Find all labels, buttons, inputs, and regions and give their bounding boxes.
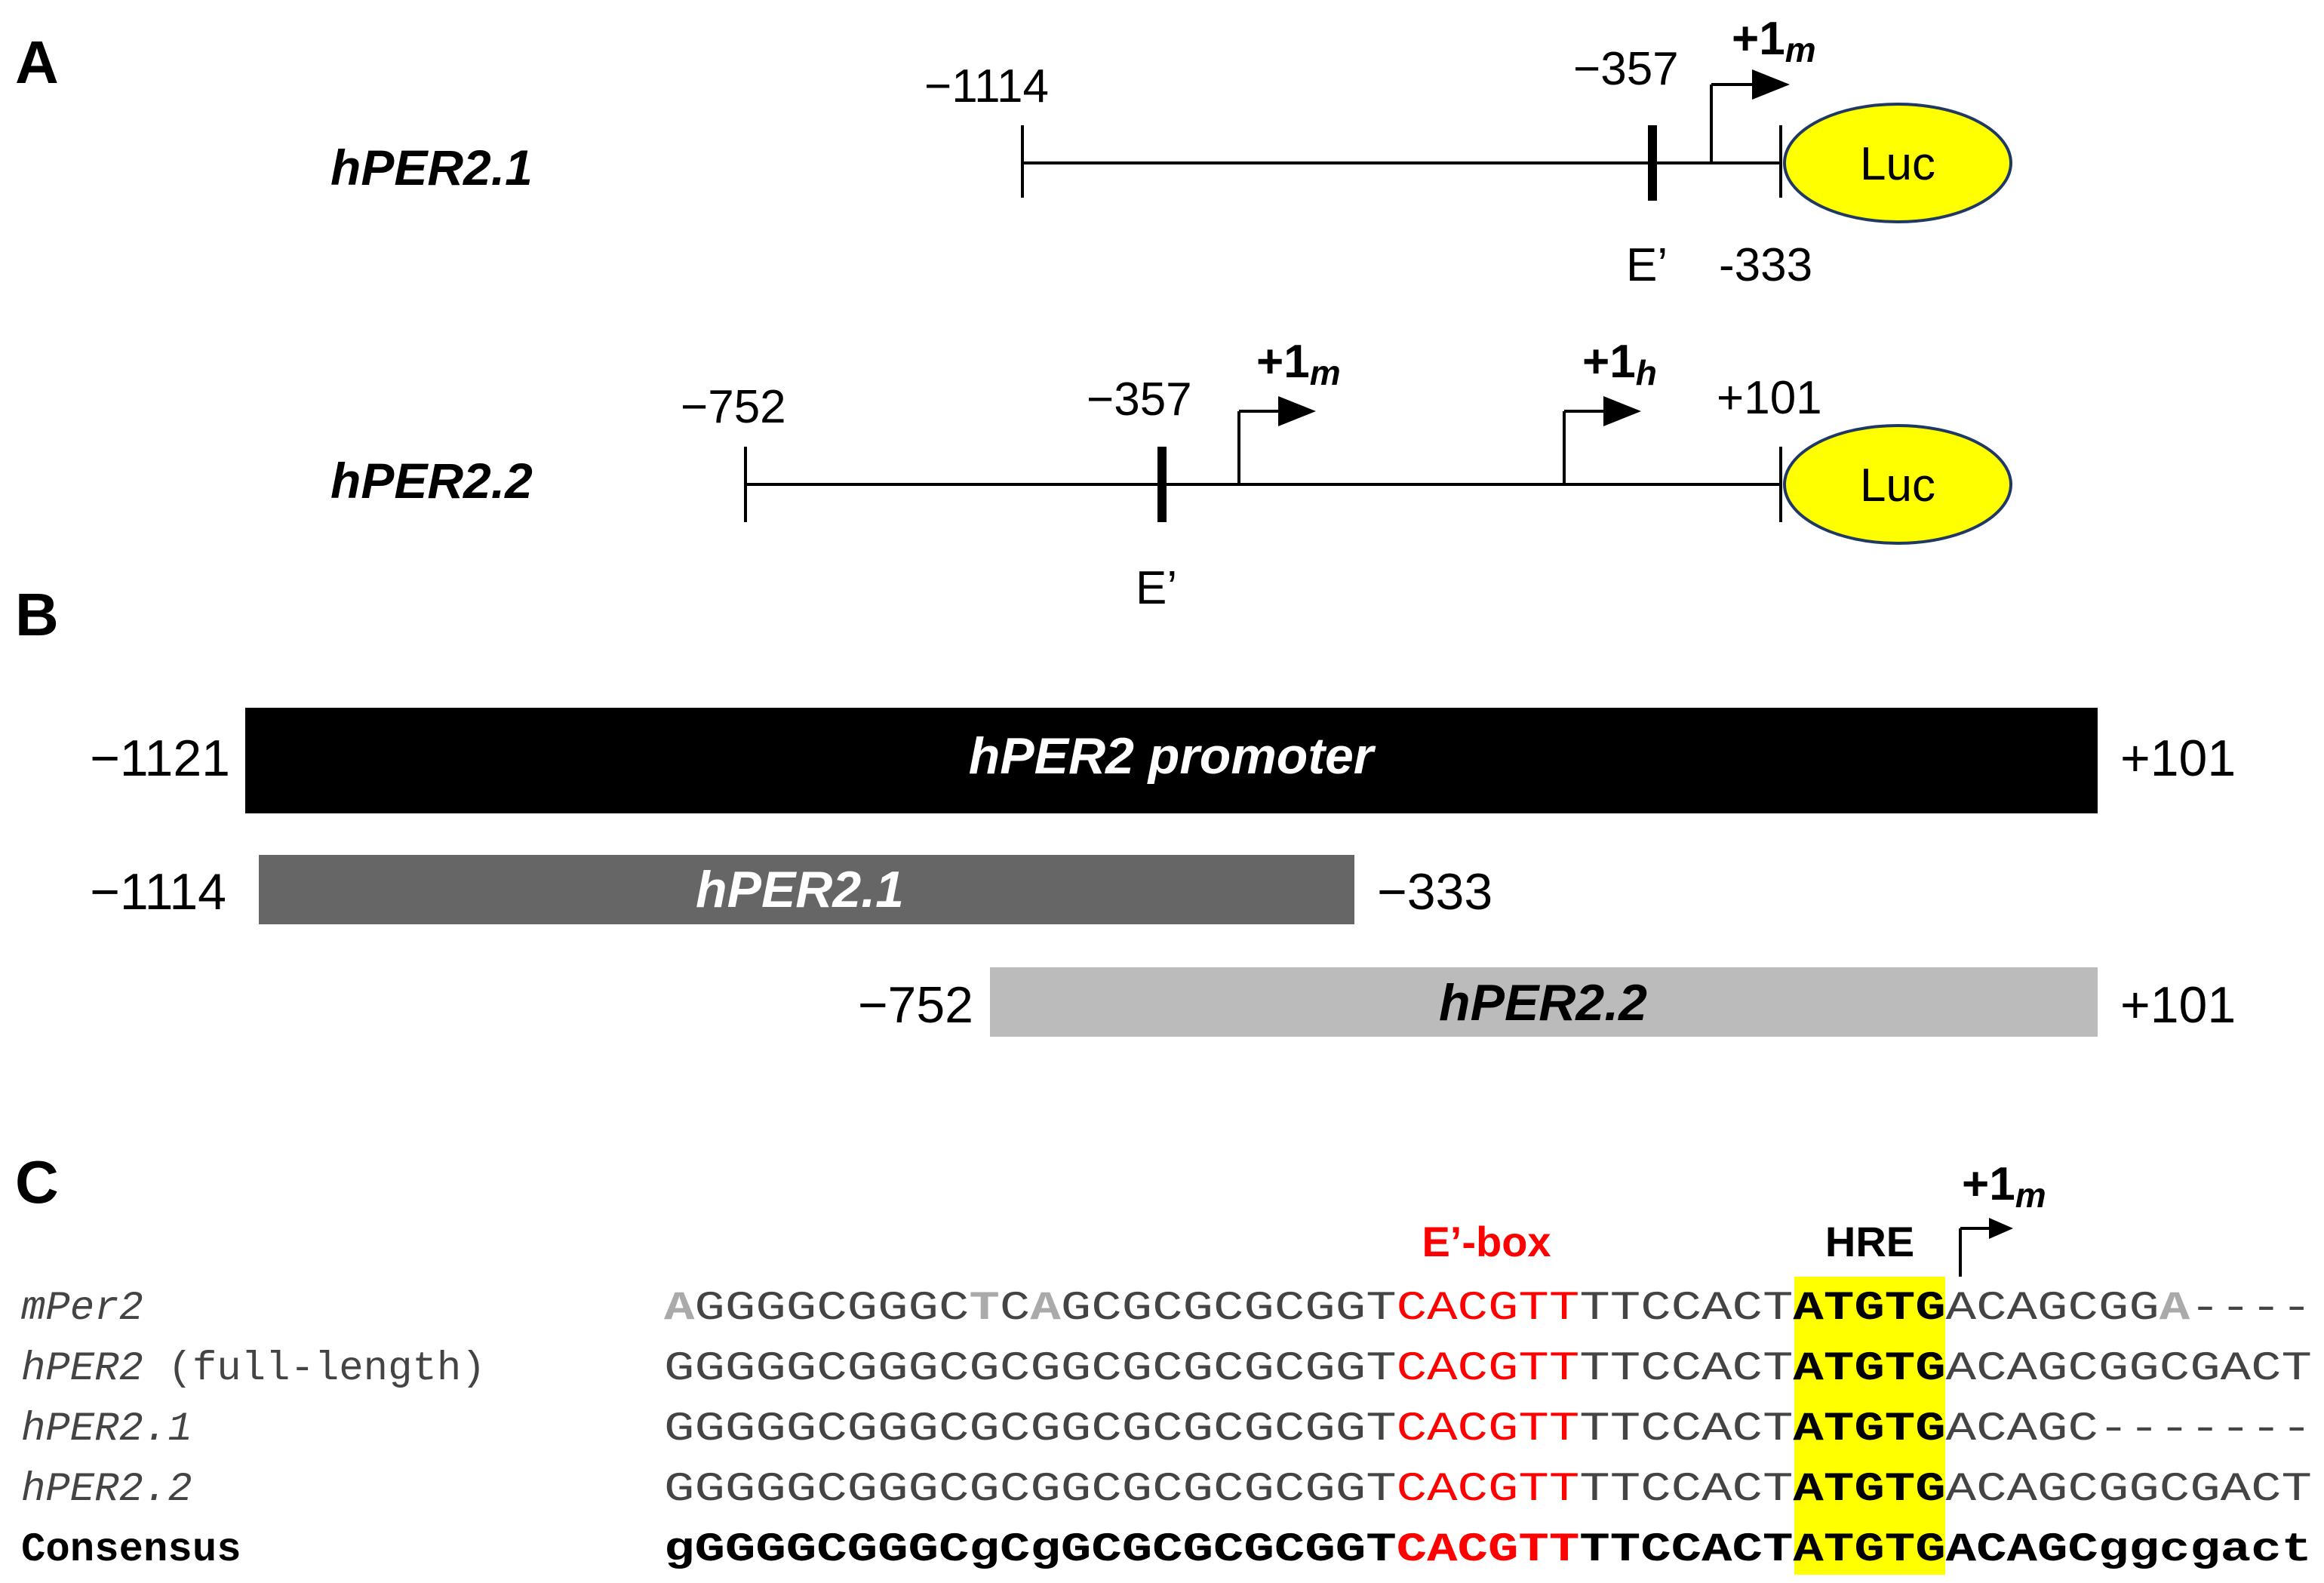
end-label: +101 xyxy=(1717,372,1822,424)
construct-name: hPER2.2 xyxy=(330,453,533,509)
bar-start-label: −752 xyxy=(858,976,973,1034)
tss-m-label: +1m xyxy=(1256,336,1341,392)
end-label: -333 xyxy=(1719,239,1812,291)
tss-arrow-icon xyxy=(1959,1218,2013,1277)
row-label-hper2-2: hPER2.2 xyxy=(21,1467,192,1513)
start-label: −752 xyxy=(681,381,786,433)
row-label-hper2-1: hPER2.1 xyxy=(21,1406,192,1452)
bar-hper2-promoter: hPER2 promoter −1121 +101 xyxy=(90,708,2236,813)
bar-end-label: −333 xyxy=(1377,863,1492,921)
tss-label: +1m xyxy=(1732,13,1816,69)
ebox-position-label: −357 xyxy=(1573,43,1679,95)
bar-hper2-2: hPER2.2 −752 +101 xyxy=(858,967,2236,1037)
ebox-label: E’ xyxy=(1626,239,1668,291)
bar xyxy=(245,708,2098,813)
bar xyxy=(259,855,1354,924)
row-label-mper2: mPer2 xyxy=(21,1286,143,1332)
hre-highlight xyxy=(1794,1277,1945,1575)
luciferase-reporter xyxy=(1783,103,2012,223)
bar-end-label: +101 xyxy=(2120,976,2236,1034)
bar-start-label: −1121 xyxy=(90,730,230,787)
panel-label-c: C xyxy=(15,1148,59,1216)
bar-label: hPER2.1 xyxy=(696,861,904,918)
tss-label: +1m xyxy=(1962,1158,2046,1215)
reporter-label: Luc xyxy=(1860,138,1935,190)
reporter-label: Luc xyxy=(1860,460,1935,512)
ebox-position-label: −357 xyxy=(1087,373,1192,426)
ebox-header: E’-box xyxy=(1422,1218,1551,1265)
luciferase-reporter xyxy=(1783,424,2012,545)
bar-label: hPER2 promoter xyxy=(969,727,1376,785)
hre-header: HRE xyxy=(1825,1218,1914,1265)
tss-h-arrow-icon xyxy=(1563,396,1641,484)
tss-m-arrow-icon xyxy=(1237,396,1316,484)
tss-h-label: +1h xyxy=(1582,336,1657,392)
bar-hper2-1: hPER2.1 −1114 −333 xyxy=(90,855,1492,924)
tss-arrow-icon xyxy=(1710,69,1790,163)
construct-name: hPER2.1 xyxy=(330,140,533,195)
row-label-consensus: Consensus xyxy=(21,1527,241,1573)
panel-label-b: B xyxy=(15,581,59,648)
bar-end-label: +101 xyxy=(2120,730,2236,787)
bar-start-label: −1114 xyxy=(90,863,226,921)
construct-hper2-1: hPER2.1 −1114 −357 E’ -333 +1m Luc xyxy=(330,13,2012,291)
ebox-label: E’ xyxy=(1136,562,1177,614)
row-label-hper2-full: hPER2 (full-length) xyxy=(21,1346,486,1392)
start-label: −1114 xyxy=(924,60,1049,112)
bar xyxy=(990,967,2098,1037)
construct-hper2-2: hPER2.2 −752 −357 E’ +1m +1h +101 Luc xyxy=(330,336,2012,614)
bar-label: hPER2.2 xyxy=(1439,974,1647,1031)
panel-label-a: A xyxy=(15,29,59,96)
